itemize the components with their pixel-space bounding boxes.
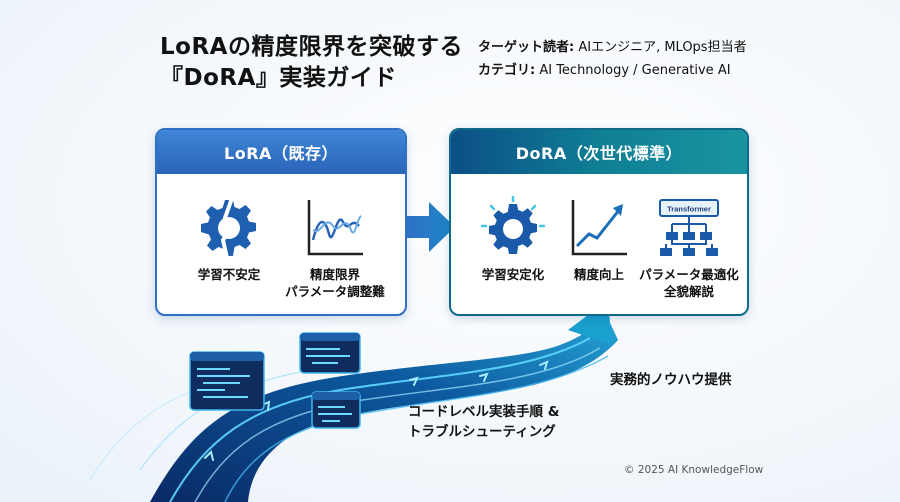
dora-card-title: DoRA（次世代標準）: [451, 130, 747, 174]
code-steps-line-2: トラブルシューティング: [408, 424, 556, 440]
category-value: AI Technology / Generative AI: [535, 63, 731, 78]
gear-icon: [481, 196, 545, 254]
broken-gear-icon: [201, 197, 256, 259]
target-label: ターゲット読者:: [478, 40, 575, 55]
dora-item-optimize: Transformer パラメータ最適化 全貌解説: [635, 196, 743, 300]
rising-chart-icon: [571, 200, 627, 256]
lora-item-label-2: パラメータ調整難: [285, 284, 385, 299]
lora-card: LoRA（既存） 学習不安定 精度限界 パラメータ調整難: [155, 128, 407, 316]
lora-item-unstable: 学習不安定: [175, 196, 283, 283]
lora-item-limit: 精度限界 パラメータ調整難: [275, 196, 395, 300]
code-steps-label: コードレベル実装手順 & トラブルシューティング: [408, 402, 559, 442]
dora-item-label: 精度向上: [573, 267, 624, 282]
meta-info: ターゲット読者: AIエンジニア, MLOps担当者 カテゴリ: AI Tech…: [478, 36, 747, 82]
dora-item-label: パラメータ最適化: [639, 267, 739, 282]
code-steps-line-1: コードレベル実装手順 &: [408, 404, 560, 420]
title-line-1: LoRAの精度限界を突破する: [160, 34, 463, 60]
title-line-2: 『DoRA』実装ガイド: [160, 65, 397, 91]
dora-item-label: 学習安定化: [481, 267, 545, 282]
category-label: カテゴリ:: [478, 63, 536, 78]
lora-item-label: 学習不安定: [197, 267, 261, 282]
dora-item-stable: 学習安定化: [465, 196, 561, 283]
lora-item-label: 精度限界: [309, 267, 360, 282]
practical-knowhow-label: 実務的ノウハウ提供: [610, 372, 732, 388]
target-row: ターゲット読者: AIエンジニア, MLOps担当者: [478, 36, 747, 59]
category-row: カテゴリ: AI Technology / Generative AI: [478, 59, 747, 82]
lora-card-body: 学習不安定 精度限界 パラメータ調整難: [163, 174, 399, 308]
transition-arrow-icon: [405, 202, 455, 252]
lora-card-title: LoRA（既存）: [157, 130, 405, 174]
erratic-line-chart-icon: [307, 200, 363, 256]
page-title: LoRAの精度限界を突破する 『DoRA』実装ガイド: [160, 32, 463, 94]
dora-item-label-2: 全貌解説: [663, 284, 714, 299]
transformer-label: Transformer: [667, 205, 711, 214]
dora-item-accuracy: 精度向上: [557, 196, 641, 283]
copyright-text: © 2025 AI KnowledgeFlow: [624, 464, 764, 476]
dora-card-body: 学習安定化 精度向上 Transformer: [457, 174, 741, 308]
transformer-diagram-icon: Transformer: [659, 199, 719, 256]
target-value: AIエンジニア, MLOps担当者: [574, 40, 747, 55]
dora-card: DoRA（次世代標準） 学習安定化 精度向上: [449, 128, 749, 316]
